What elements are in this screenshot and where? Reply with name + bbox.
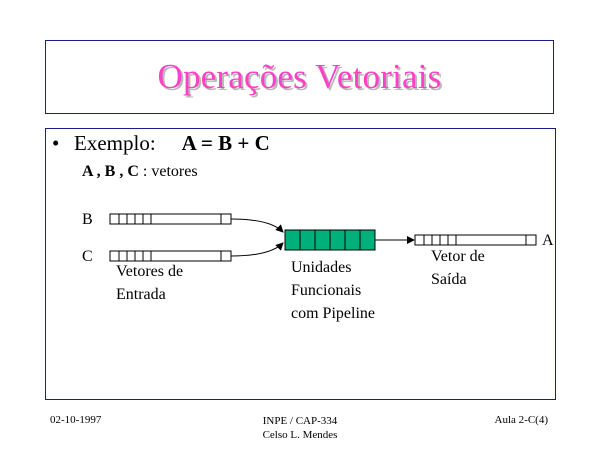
bullet-example: • Exemplo: A = B + C	[52, 131, 270, 156]
label-a: A	[542, 232, 554, 249]
vector-names: A , B , C	[82, 163, 139, 180]
pipeline-caption: Unidades Funcionais com Pipeline	[291, 256, 375, 325]
vectors-definition: A , B , C : vetores	[82, 163, 198, 181]
pipeline-units	[284, 229, 376, 251]
footer-course-code: INPE / CAP-334	[262, 415, 338, 427]
footer-author: Celso L. Mendes	[262, 429, 338, 441]
pipeline-caption-line2: Funcionais	[291, 282, 362, 299]
slide-title: Operações Vetoriais	[157, 57, 442, 96]
output-vector-caption: Vetor de Saída	[431, 245, 485, 291]
footer-date: 02-10-1997	[50, 414, 102, 426]
vectors-word: : vetores	[138, 163, 198, 180]
pipeline-caption-line1: Unidades	[291, 259, 352, 276]
output-caption-line1: Vetor de	[431, 248, 485, 265]
vector-a-register	[414, 234, 537, 246]
footer-course: INPE / CAP-334 Celso L. Mendes	[0, 414, 600, 442]
label-b: B	[82, 211, 93, 228]
footer-lesson: Aula 2-C(4)	[494, 414, 548, 426]
title-frame: Operações Vetoriais	[45, 40, 554, 114]
arrow-c-to-pipeline	[230, 242, 284, 257]
input-caption-line1: Vetores de	[116, 263, 184, 280]
label-c: C	[82, 248, 93, 265]
input-caption-line2: Entrada	[116, 286, 166, 303]
pipeline-caption-line3: com Pipeline	[291, 305, 375, 322]
arrow-b-to-pipeline	[230, 218, 284, 233]
output-caption-line2: Saída	[431, 271, 467, 288]
vector-b-register	[109, 213, 232, 225]
bullet-text: Exemplo:	[74, 131, 156, 155]
content-frame	[45, 128, 556, 400]
bullet-marker: •	[52, 131, 60, 155]
bullet-equation: A = B + C	[181, 131, 270, 155]
input-vectors-caption: Vetores de Entrada	[116, 260, 183, 306]
